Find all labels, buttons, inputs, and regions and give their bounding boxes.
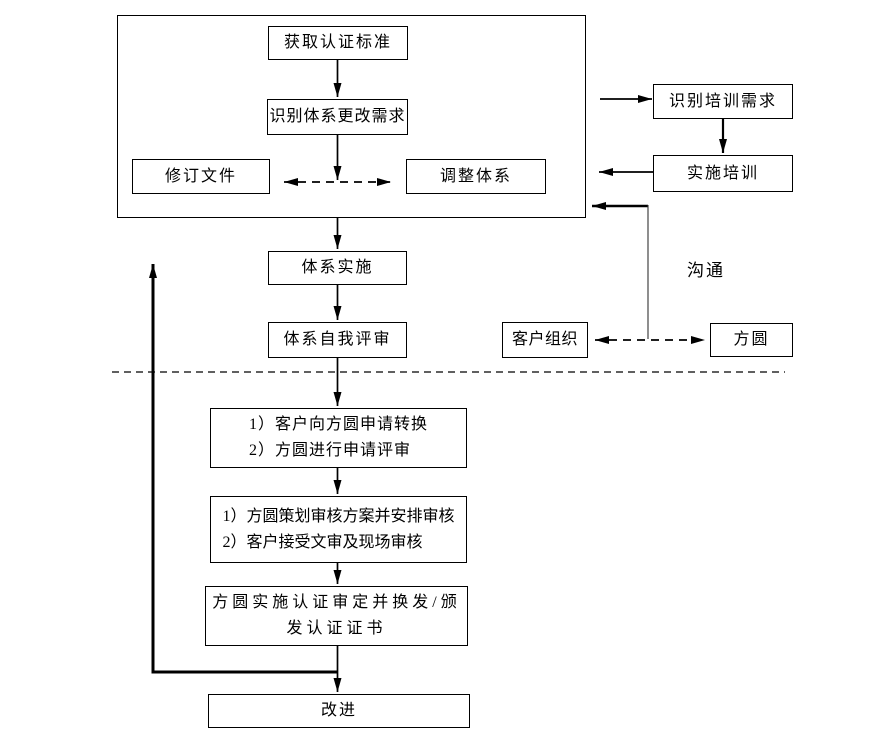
node-apply-conversion-line1: 1）客户向方圆申请转换 (248, 416, 428, 433)
node-certification-decision: 方圆实施认证审定并换发/颁 发认证证书 (205, 586, 468, 646)
node-implement-training: 实施培训 (653, 155, 793, 192)
node-system-self-review: 体系自我评审 (268, 322, 407, 358)
node-plan-audit-line1: 1）方圆策划审核方案并安排审核 (222, 507, 455, 525)
node-apply-conversion-line2: 2）方圆进行申请评审 (248, 442, 411, 459)
node-fangyuan: 方圆 (710, 323, 793, 357)
node-client-organization-label: 客户组织 (511, 331, 578, 349)
node-plan-audit-lines: 1）方圆策划审核方案并安排审核 2）客户接受文审及现场审核 (222, 504, 454, 556)
node-identify-system-changes-label: 识别体系更改需求 (269, 108, 406, 126)
node-system-implementation: 体系实施 (268, 251, 407, 285)
node-system-implementation-label: 体系实施 (301, 259, 374, 277)
node-plan-audit-line2: 2）客户接受文审及现场审核 (222, 533, 423, 551)
node-identify-training-needs: 识别培训需求 (653, 84, 793, 119)
node-system-self-review-label: 体系自我评审 (283, 331, 392, 349)
node-certification-line1: 方圆实施认证审定并换发/颁 (212, 594, 461, 611)
arrow-feedback-loop (149, 264, 338, 674)
node-acquire-standard-label: 获取认证标准 (283, 34, 392, 52)
node-improvement: 改进 (208, 694, 470, 728)
node-identify-training-needs-label: 识别培训需求 (668, 92, 777, 110)
node-adjust-system: 调整体系 (406, 159, 546, 194)
node-fangyuan-label: 方圆 (733, 331, 770, 349)
node-apply-conversion: 1）客户向方圆申请转换 2）方圆进行申请评审 (210, 408, 467, 468)
node-improvement-label: 改进 (320, 702, 357, 720)
node-acquire-standard: 获取认证标准 (268, 26, 408, 60)
node-revise-documents-label: 修订文件 (164, 167, 237, 185)
node-identify-system-changes: 识别体系更改需求 (267, 99, 408, 135)
node-certification-line2: 发认证证书 (286, 620, 387, 637)
node-plan-audit: 1）方圆策划审核方案并安排审核 2）客户接受文审及现场审核 (210, 496, 467, 563)
node-revise-documents: 修订文件 (132, 159, 270, 194)
node-implement-training-label: 实施培训 (686, 164, 759, 182)
node-apply-conversion-lines: 1）客户向方圆申请转换 2）方圆进行申请评审 (249, 412, 428, 464)
node-adjust-system-label: 调整体系 (439, 167, 512, 185)
node-system-change-container (117, 15, 586, 218)
label-communication-text: 沟通 (687, 261, 725, 280)
label-communication: 沟通 (687, 256, 725, 281)
node-client-organization: 客户组织 (502, 322, 588, 358)
